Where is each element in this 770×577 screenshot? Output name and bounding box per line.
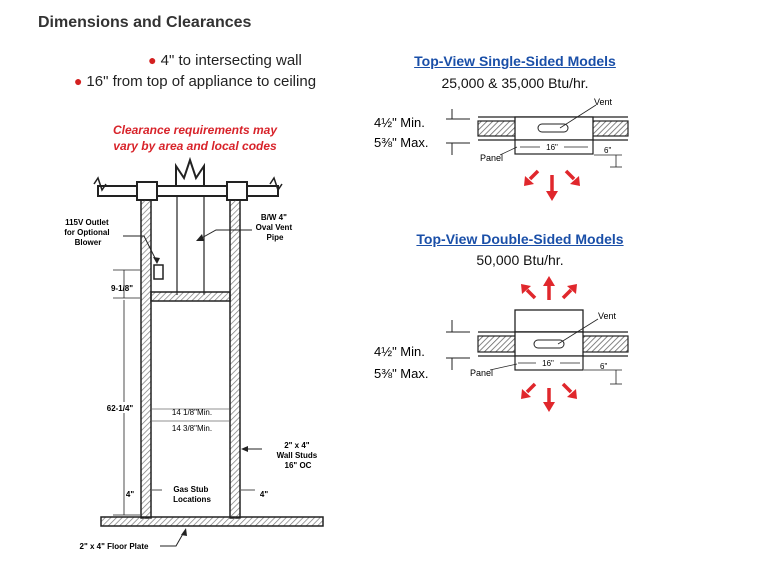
double-min-label: 4½" Min. xyxy=(374,344,425,359)
framing-diagram: 115V Outlet for Optional Blower B/W 4" O… xyxy=(64,156,324,551)
header-beam xyxy=(97,185,279,197)
clearance-note: Clearance requirements may vary by area … xyxy=(112,123,278,153)
dim-9-1-8: 9-1/8" xyxy=(111,284,133,293)
vent-pipe-top xyxy=(175,156,205,186)
vent-pipe-label: B/W 4" Oval Vent Pipe xyxy=(256,213,295,242)
bullet-item: ●16" from top of appliance to ceiling xyxy=(73,73,317,90)
page-title: Dimensions and Clearances xyxy=(38,14,252,31)
outlet-label: 115V Outlet for Optional Blower xyxy=(64,218,112,247)
single-6-label: 6" xyxy=(604,146,611,155)
double-sided-title: Top-View Double-Sided Models xyxy=(416,231,624,247)
floor-leader xyxy=(160,531,185,547)
double-top-heat-arrows-icon xyxy=(521,276,577,300)
floor-arrow-icon xyxy=(181,528,187,536)
dim-4-left: 4" xyxy=(126,490,134,499)
top-plate-left xyxy=(136,181,158,201)
outlet-box xyxy=(153,264,164,280)
floor-plate xyxy=(100,516,324,527)
single-sided-title: Top-View Single-Sided Models xyxy=(414,53,616,69)
break-mark-right xyxy=(269,176,283,192)
studs-arrow-icon xyxy=(241,446,248,452)
double-vent-slot xyxy=(533,339,565,349)
clearance-bullets: ●4" to intersecting wall ●16" from top o… xyxy=(0,50,390,92)
cross-header xyxy=(150,291,231,302)
single-panel-label: Panel xyxy=(480,153,503,163)
bullet-item: ●4" to intersecting wall xyxy=(148,52,302,69)
single-max-label: 5⅜" Max. xyxy=(374,135,428,150)
double-sided-btu: 50,000 Btu/hr. xyxy=(476,252,564,268)
gas-stub-label: Gas Stub Locations xyxy=(173,485,211,504)
single-heat-arrows-icon xyxy=(524,169,580,201)
vent-arrow-icon xyxy=(196,234,204,241)
double-vent-label: Vent xyxy=(598,311,617,321)
single-sided-diagram: 4½" Min. 5⅜" Max. Vent 16" Panel 6" xyxy=(374,97,629,201)
vent-leader xyxy=(197,229,252,241)
double-6-label: 6" xyxy=(600,362,607,371)
bullet-dot-icon: ● xyxy=(73,73,83,89)
dim-width-min: 14 1/8"Min. xyxy=(172,408,212,417)
single-16-label: 16" xyxy=(546,143,558,152)
double-16-label: 16" xyxy=(542,359,554,368)
single-vent-label: Vent xyxy=(594,97,613,107)
dim-4-right: 4" xyxy=(260,490,268,499)
dim-width-max: 14 3/8"Min. xyxy=(172,424,212,433)
double-max-label: 5⅜" Max. xyxy=(374,366,428,381)
top-plate-right xyxy=(226,181,248,201)
bullet-dot-icon: ● xyxy=(148,52,157,68)
single-sided-btu: 25,000 & 35,000 Btu/hr. xyxy=(441,75,589,91)
double-sided-diagram: 4½" Min. 5⅜" Max. Vent 16" Panel 6" xyxy=(374,276,629,412)
single-vent-slot xyxy=(537,123,569,133)
double-upper-box xyxy=(514,309,584,333)
dim-62-1-4: 62-1/4" xyxy=(107,404,134,413)
outlet-arrow-icon xyxy=(153,257,160,264)
floor-plate-label: 2" x 4" Floor Plate xyxy=(80,542,149,551)
break-mark-left xyxy=(93,176,107,192)
single-min-label: 4½" Min. xyxy=(374,115,425,130)
double-panel-label: Panel xyxy=(470,368,493,378)
outlet-leader xyxy=(123,235,158,263)
right-wall-stud xyxy=(229,199,241,519)
wall-studs-label: 2" x 4" Wall Studs 16" OC xyxy=(277,441,320,470)
double-bottom-heat-arrows-icon xyxy=(521,382,577,412)
